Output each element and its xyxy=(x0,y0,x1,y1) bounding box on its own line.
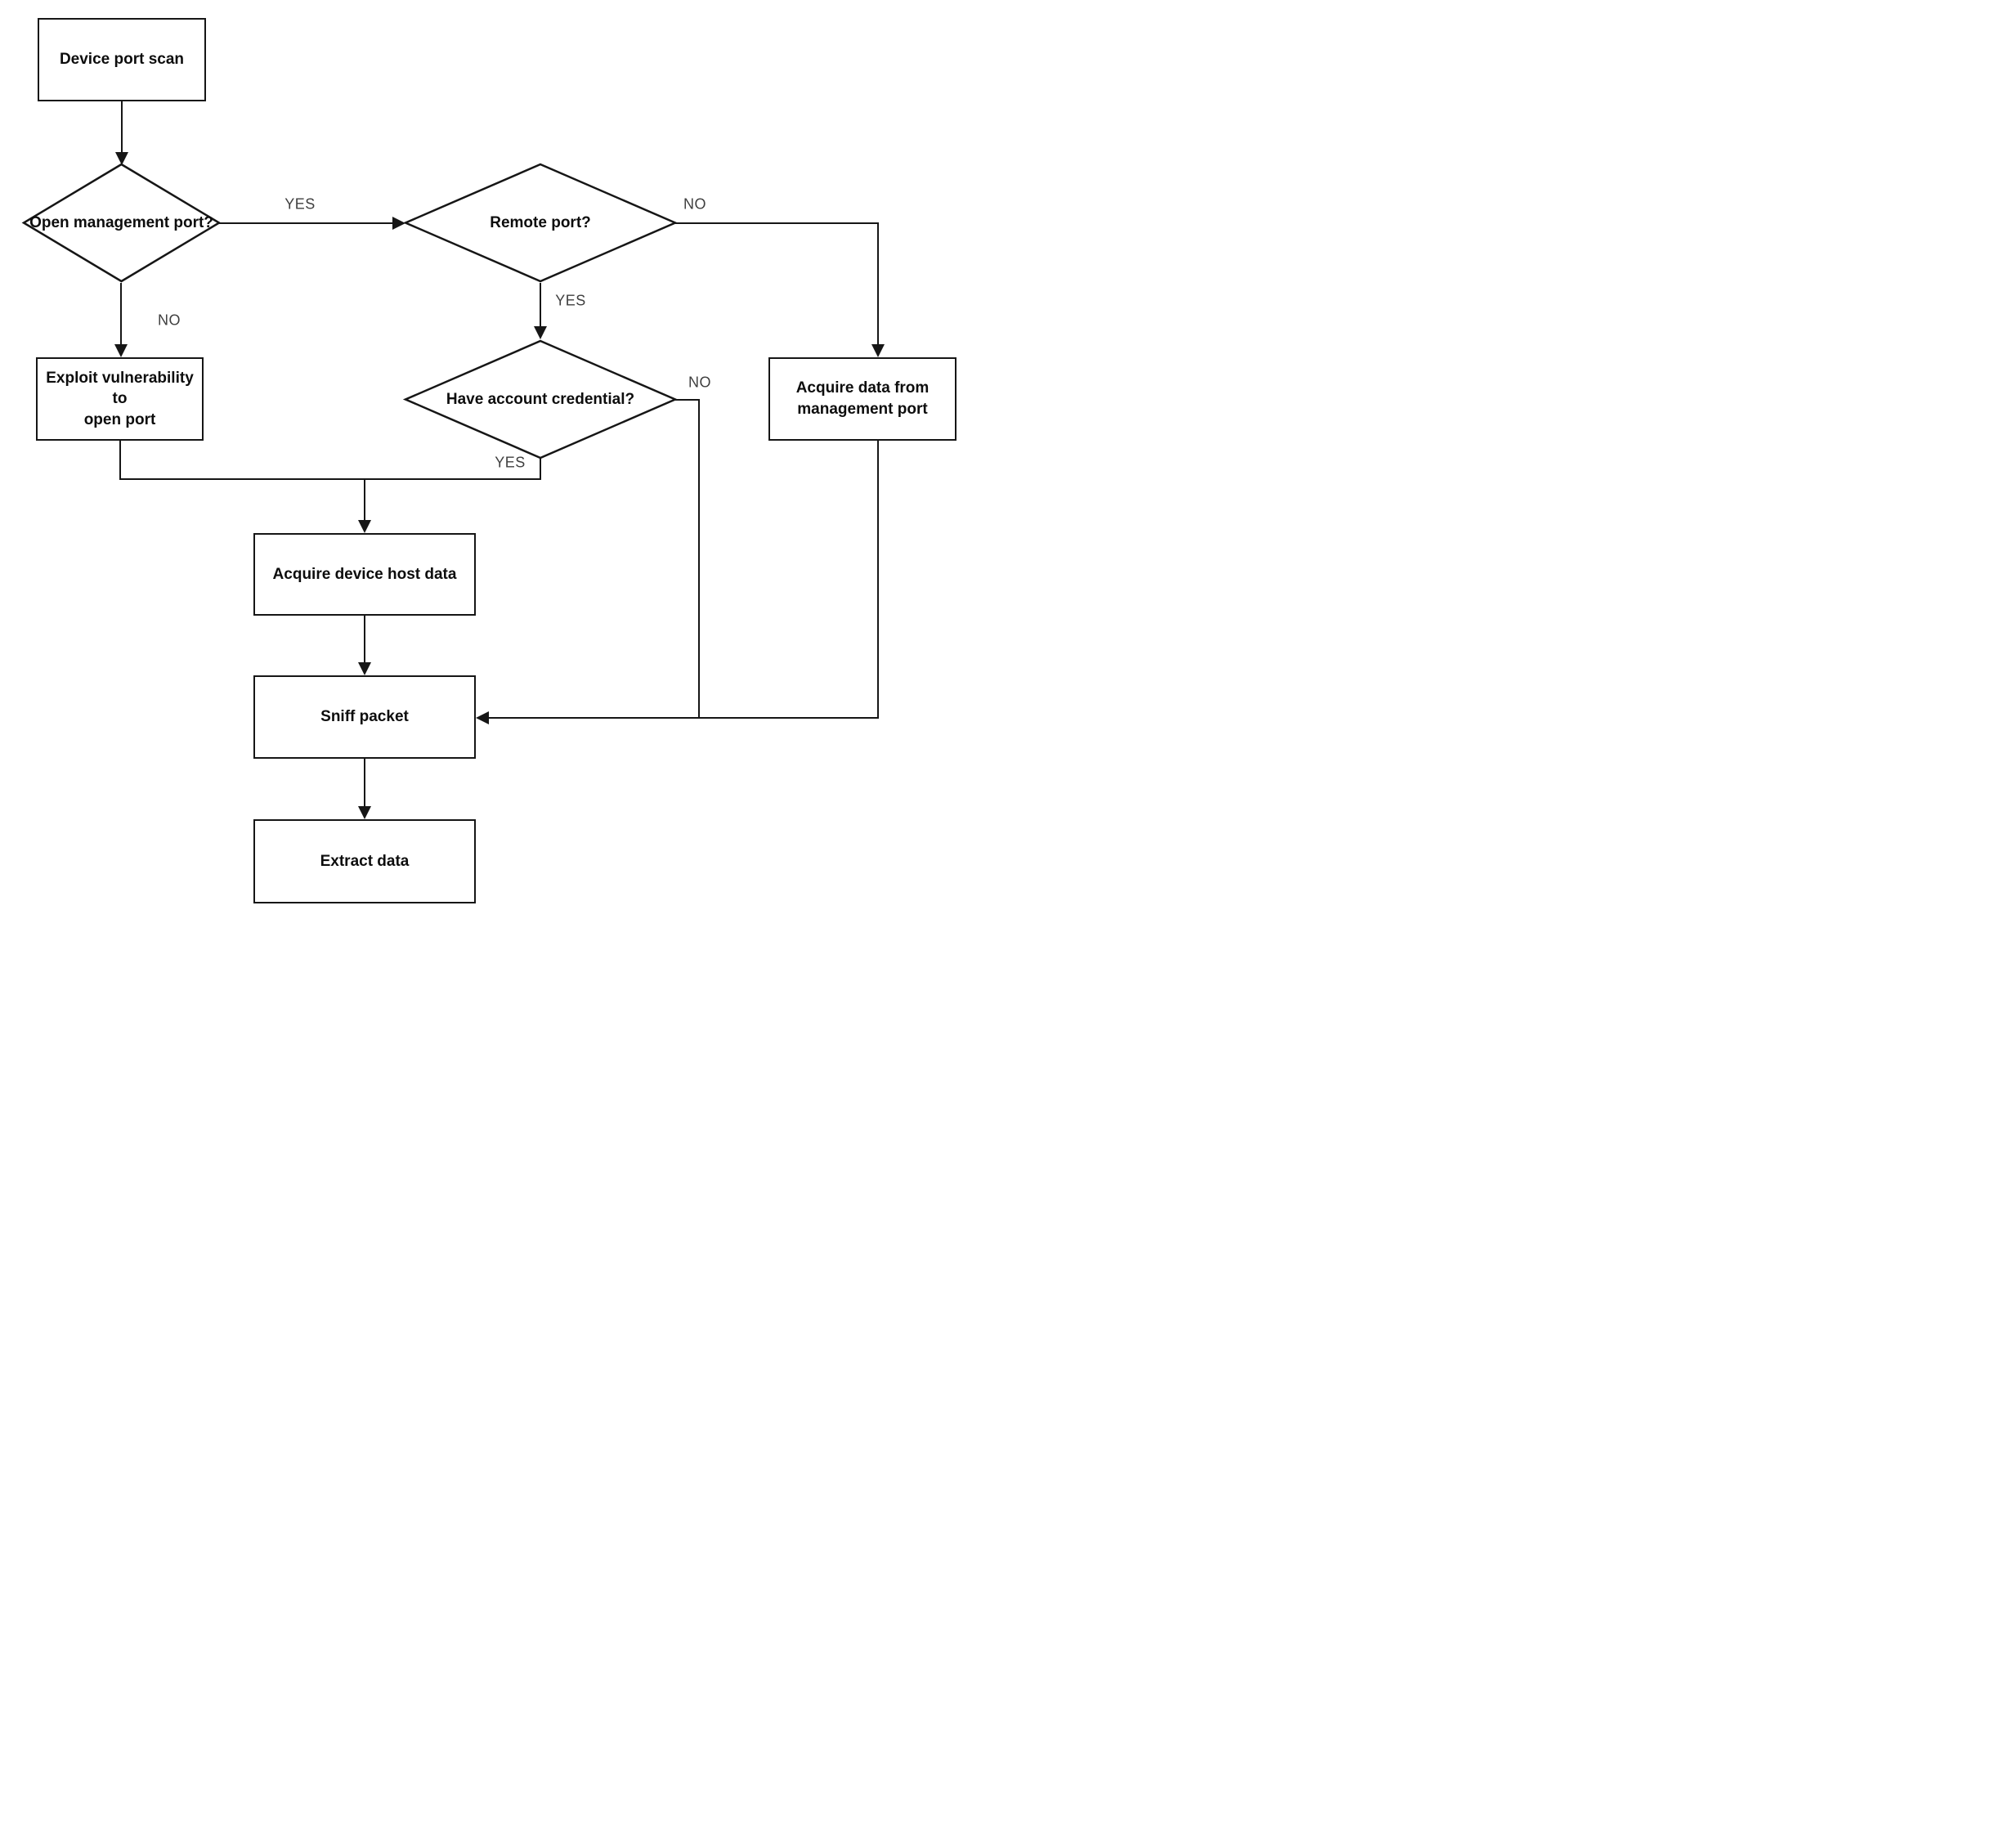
edge-label-remote-no: NO xyxy=(683,195,706,213)
edge-openport-yes-arrowhead xyxy=(392,216,405,230)
edge-scan-to-openport-line xyxy=(120,101,123,153)
node-acquire-device-host-data: Acquire device host data xyxy=(253,533,476,616)
edge-remote-no-arrowhead xyxy=(871,344,885,357)
edge-openport-no-line xyxy=(119,283,122,345)
edge-join-horizontal xyxy=(119,478,541,480)
edge-remote-yes-line xyxy=(540,283,541,328)
edge-remote-yes-arrowhead xyxy=(534,326,547,339)
node-extract-data: Extract data xyxy=(253,819,476,903)
node-exploit-vulnerability: Exploit vulnerability to open port xyxy=(36,357,204,441)
edge-merge-into-sniff-arrowhead xyxy=(476,711,489,724)
edge-openport-yes-line xyxy=(219,222,392,224)
edge-label-open-mgmt-yes: YES xyxy=(284,195,316,213)
edge-credential-no-hstub xyxy=(675,398,700,401)
edge-remote-no-hline xyxy=(675,222,879,224)
edge-mgmtdata-down-vline xyxy=(877,441,879,718)
diamond-remote-port-shape xyxy=(402,163,679,283)
edge-to-acquire-host-line xyxy=(364,478,365,521)
edge-label-open-mgmt-no: NO xyxy=(158,312,181,329)
edge-label-credential-yes: YES xyxy=(495,454,526,471)
node-acquire-data-management-port: Acquire data from management port xyxy=(768,357,956,441)
edge-sniff-to-extract-arrowhead xyxy=(358,806,371,819)
diamond-open-management-port-shape xyxy=(21,163,222,283)
edge-label-remote-yes: YES xyxy=(555,292,586,309)
edge-label-credential-no: NO xyxy=(688,374,711,391)
edge-to-acquire-host-arrowhead xyxy=(358,520,371,533)
flowchart-canvas: Device port scan Exploit vulnerability t… xyxy=(0,0,1008,919)
edge-remote-no-vline xyxy=(877,222,879,345)
edge-host-to-sniff-line xyxy=(364,616,365,663)
edge-merge-into-sniff-line xyxy=(487,716,879,719)
edge-host-to-sniff-arrowhead xyxy=(358,662,371,675)
edge-exploit-down-stub xyxy=(119,441,121,480)
edge-credential-yes-stub xyxy=(540,458,541,480)
edge-credential-no-vline xyxy=(698,398,700,719)
node-device-port-scan: Device port scan xyxy=(38,18,206,101)
diamond-have-account-credential-shape xyxy=(402,339,679,460)
edge-scan-to-openport-arrowhead xyxy=(114,152,128,165)
edge-openport-no-arrowhead xyxy=(114,344,128,357)
node-sniff-packet: Sniff packet xyxy=(253,675,476,759)
edge-sniff-to-extract-line xyxy=(364,759,365,807)
